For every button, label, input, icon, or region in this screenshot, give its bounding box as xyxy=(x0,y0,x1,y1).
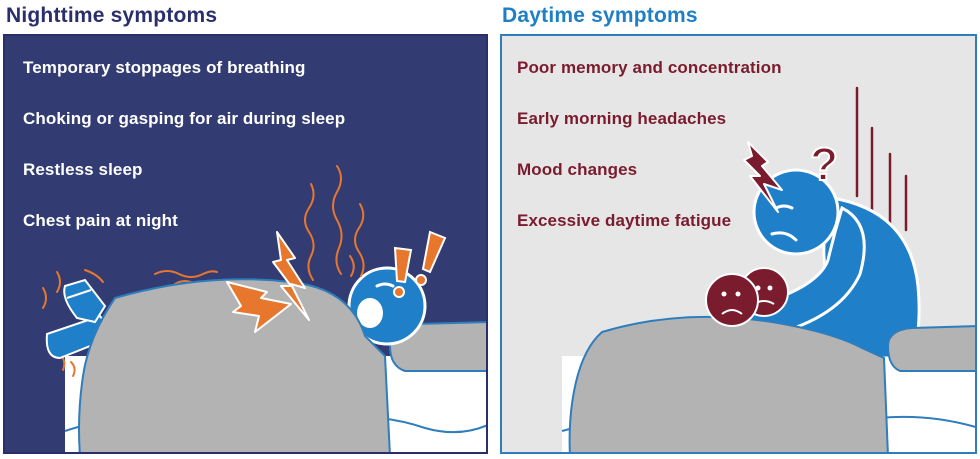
nighttime-panel: Temporary stoppages of breathing Choking… xyxy=(3,34,488,454)
day-symptom-mood: Mood changes xyxy=(517,160,638,179)
pillow xyxy=(886,325,975,372)
gasping-mouth xyxy=(357,298,383,328)
person-head xyxy=(752,168,840,256)
day-symptom-fatigue: Excessive daytime fatigue xyxy=(517,211,732,230)
day-symptom-headaches: Early morning headaches xyxy=(517,109,727,128)
lightning-icon xyxy=(743,141,783,213)
blanket xyxy=(78,278,391,452)
lightning-icon xyxy=(226,231,310,333)
daytime-illustration: ? xyxy=(561,86,975,452)
nighttime-title: Nighttime symptoms xyxy=(6,4,218,27)
question-icon: ? xyxy=(810,138,838,190)
night-symptom-breathing: Temporary stoppages of breathing xyxy=(23,58,306,77)
night-symptom-restless: Restless sleep xyxy=(23,160,143,179)
day-symptom-memory: Poor memory and concentration xyxy=(517,58,782,77)
alarm-icon xyxy=(393,230,447,298)
restless-lines xyxy=(42,165,365,377)
stress-lines xyxy=(855,86,908,232)
nighttime-illustration xyxy=(42,165,486,452)
sad-face-icon xyxy=(705,273,759,327)
blanket xyxy=(568,315,889,452)
night-symptom-chest-pain: Chest pain at night xyxy=(23,211,178,230)
sleeper-head xyxy=(347,266,427,346)
daytime-panel: ? Poor memory and concentration Early mo… xyxy=(500,34,977,454)
night-symptom-choking: Choking or gasping for air during sleep xyxy=(23,109,346,128)
daytime-title: Daytime symptoms xyxy=(502,4,698,27)
